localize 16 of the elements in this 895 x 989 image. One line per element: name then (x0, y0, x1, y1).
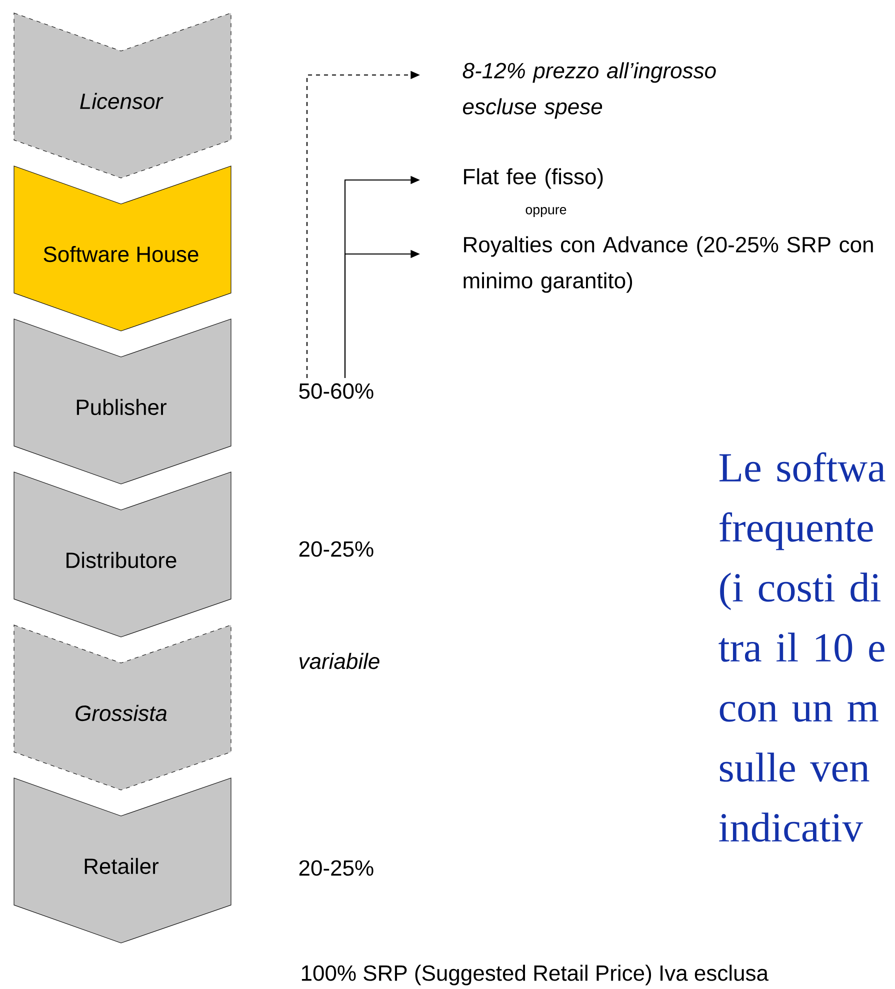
percentage-label: 20-25% (299, 541, 374, 557)
percentage-label: variabile (299, 652, 380, 670)
text-label: 50-60% (299, 383, 374, 399)
body-text: Le softwa frequente (i costi di tra il 10 e con un m sulle ven indicativ (718, 452, 886, 842)
chevron-box: Grossista (14, 624, 232, 790)
footer-text: 100% SRP (Suggested Retail Price) Iva esclusa (302, 964, 768, 986)
note-text: oppure (526, 207, 566, 217)
chevron-box: Retailer (14, 778, 232, 944)
chevron-box: Software House (14, 166, 232, 332)
text-label: 8-12% prezzo all’ingrosso escluse spese (462, 62, 716, 119)
percentage-label: 20-25% (299, 860, 374, 876)
chevron-box: Publisher (14, 318, 232, 484)
chevron-box: Distributore (14, 472, 232, 638)
chevron-box: Licensor (14, 12, 232, 178)
text-label: Flat fee (fisso) (464, 168, 603, 189)
text-label: Royalties con Advance (20-25% SRP con minimo garantito) (464, 236, 873, 293)
